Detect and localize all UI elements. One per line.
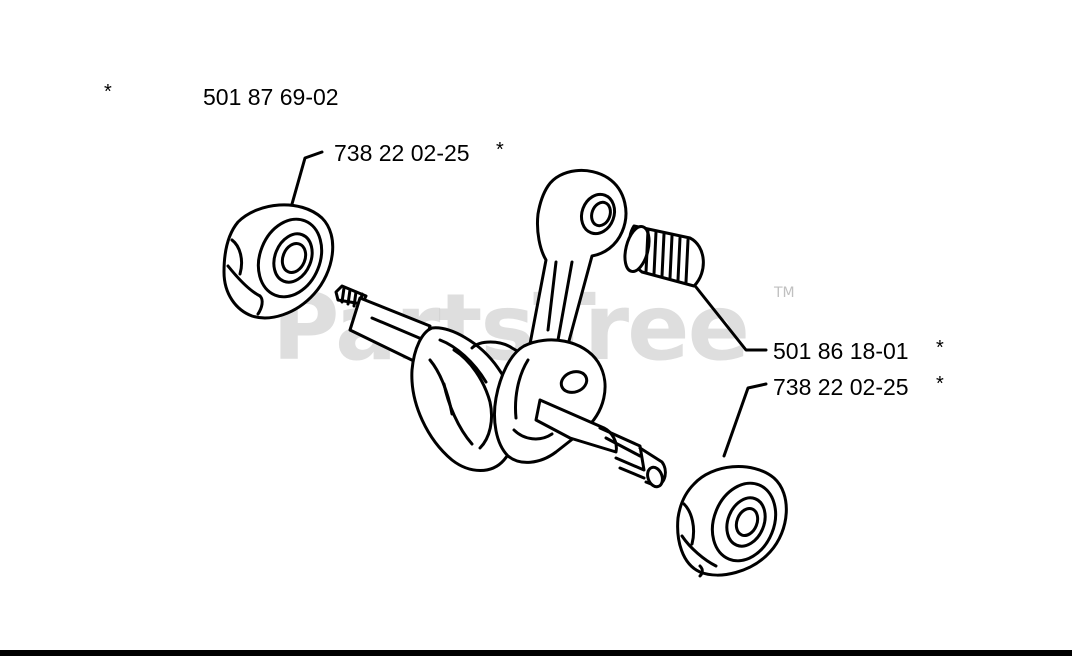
needle-bearing <box>623 224 705 288</box>
crankshaft <box>334 284 667 489</box>
leader-line-needle-bearing <box>690 280 768 352</box>
bearing-bottom-marker: * <box>936 373 944 395</box>
bearing-top-part-number: 738 22 02-25 <box>334 140 470 166</box>
bearing-bottom-part-number: 738 22 02-25 <box>773 374 909 400</box>
leader-line-bearing-top <box>290 150 324 206</box>
assembly-marker: * <box>104 81 112 103</box>
ball-bearing-bottom <box>676 465 788 578</box>
assembly-part-number: 501 87 69-02 <box>203 84 339 110</box>
needle-bearing-part-number: 501 86 18-01 <box>773 338 909 364</box>
ball-bearing-top <box>222 203 335 320</box>
bearing-top-marker: * <box>496 139 504 161</box>
leader-line-bearing-bottom <box>722 382 768 458</box>
connecting-rod <box>528 168 628 354</box>
needle-bearing-marker: * <box>936 337 944 359</box>
watermark-trademark: TM <box>774 285 795 301</box>
